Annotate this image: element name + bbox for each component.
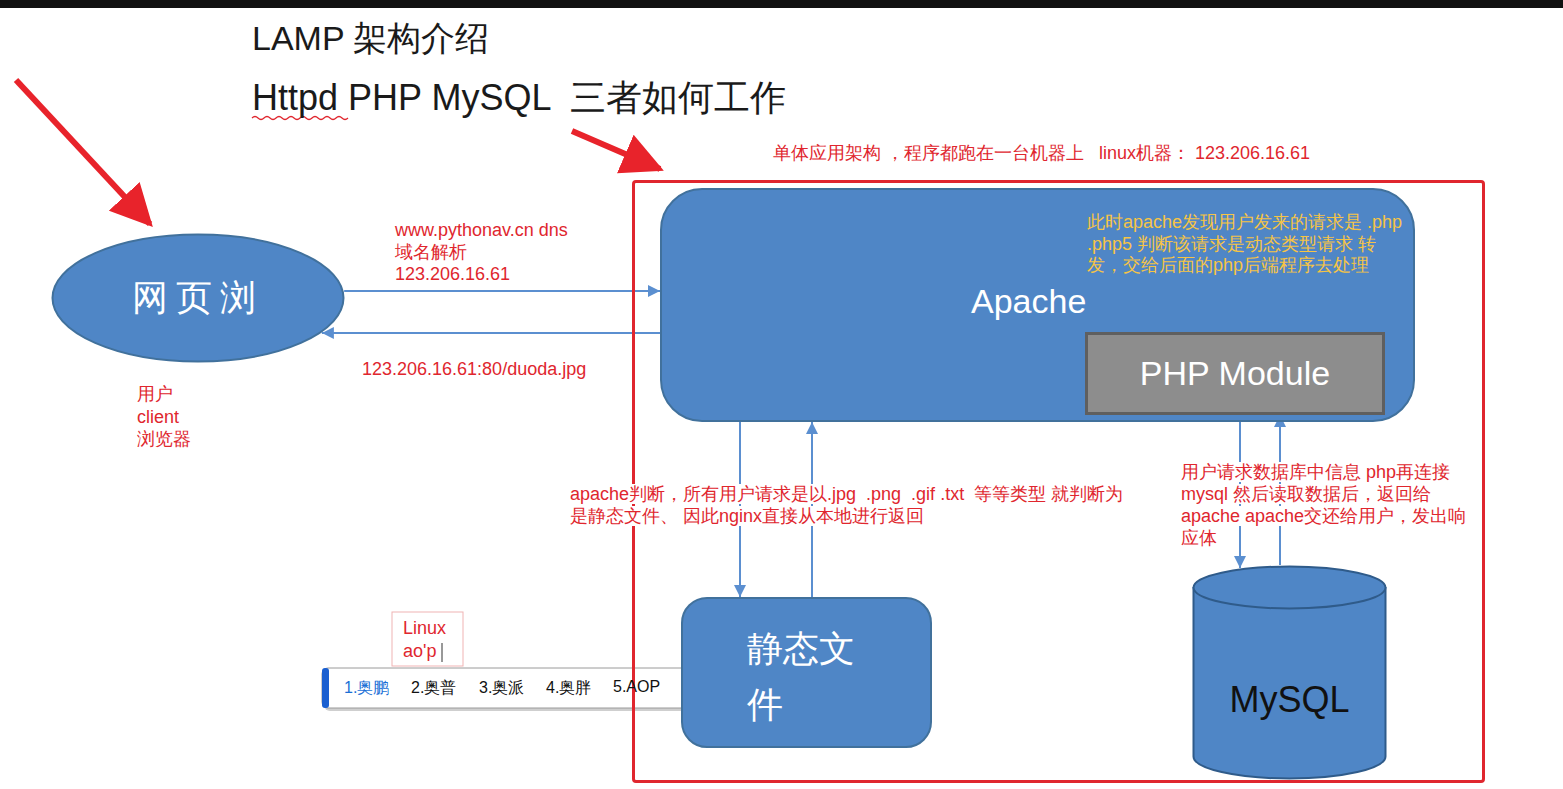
browser-ellipse: 网页浏用户 client 浏览器 xyxy=(51,233,345,363)
flow-arrow xyxy=(322,332,660,334)
window-top-bar xyxy=(0,0,1563,8)
input-text-holder: Linux xyxy=(403,618,446,639)
ime-candidate-holder: 4.奥胖 xyxy=(546,678,591,699)
ellipse-shape xyxy=(53,235,344,362)
ime-popup xyxy=(322,668,700,708)
ime-candidate: 4.奥胖 xyxy=(546,679,591,696)
edge-label: www.pythonav.cn dns域名解析 123.206.16.61 xyxy=(395,220,575,286)
ime-candidate: 3.奥派 xyxy=(479,679,524,696)
input-text-holder: ao'p xyxy=(403,641,436,662)
php-module-box: PHP Module xyxy=(1085,332,1385,415)
mysql-cylinder: MySQL xyxy=(1192,565,1387,780)
input-text: ao'p xyxy=(403,641,436,661)
ime-candidate: 2.奥普 xyxy=(411,679,456,696)
text-cursor xyxy=(442,643,443,662)
region-heading: 单体应用架构 ，程序都跑在一台机器上 linux机器： 123.206.16.6… xyxy=(773,141,1310,165)
browser-label: 网页浏 xyxy=(132,274,264,323)
database-note-holder: 用户请求数据库中信息 php再连接mysql 然后读取数据后，返回给apache… xyxy=(1181,462,1483,550)
static-note: apache判断，所有用户请求是以.jpg .png .gif .txt 等等类… xyxy=(570,484,1123,526)
subtitle: Httpd PHP MySQL 三者如何工作 xyxy=(252,77,786,118)
ime-candidate: 1.奥鹏 xyxy=(344,679,389,696)
ime-edge xyxy=(322,668,329,708)
static-files-label: 静态文件 xyxy=(747,621,872,733)
ime-candidate-holder: 1.奥鹏 xyxy=(344,678,389,699)
ime-candidate-holder: 3.奥派 xyxy=(479,678,524,699)
pointer-arrow xyxy=(572,131,660,169)
cylinder-top xyxy=(1194,567,1386,609)
static-note-holder: apache判断，所有用户请求是以.jpg .png .gif .txt 等等类… xyxy=(570,484,1135,528)
cylinder-outline xyxy=(1192,565,1387,780)
mysql-label: MySQL xyxy=(1192,679,1387,721)
apache-note: 此时apache发现用户发来的请求是 .php .php5 判断该请求是动态类型… xyxy=(1087,212,1409,277)
flow-arrow xyxy=(344,290,660,292)
input-text: Linux xyxy=(403,618,446,638)
ime-candidate-holder: 5.AOP xyxy=(613,678,660,696)
ime-candidate: 5.AOP xyxy=(613,678,660,695)
apache-box: Apache此时apache发现用户发来的请求是 .php .php5 判断该请… xyxy=(660,188,1415,422)
ime-candidate-holder: 2.奥普 xyxy=(411,678,456,699)
php-module-label: PHP Module xyxy=(1140,354,1330,393)
static-files-box: 静态文件 xyxy=(681,597,932,748)
apache-label: Apache xyxy=(971,282,1086,321)
edge-label: 123.206.16.61:80/duoda.jpg xyxy=(362,359,586,381)
pointer-arrow xyxy=(16,80,150,224)
subtitle-holder: Httpd PHP MySQL 三者如何工作 xyxy=(252,74,786,123)
client-caption: 用户 client 浏览器 xyxy=(137,383,201,451)
database-note: 用户请求数据库中信息 php再连接mysql 然后读取数据后，返回给apache… xyxy=(1181,462,1466,548)
diagram-title: LAMP 架构介绍 xyxy=(252,16,489,62)
text-box-outline xyxy=(392,612,463,666)
